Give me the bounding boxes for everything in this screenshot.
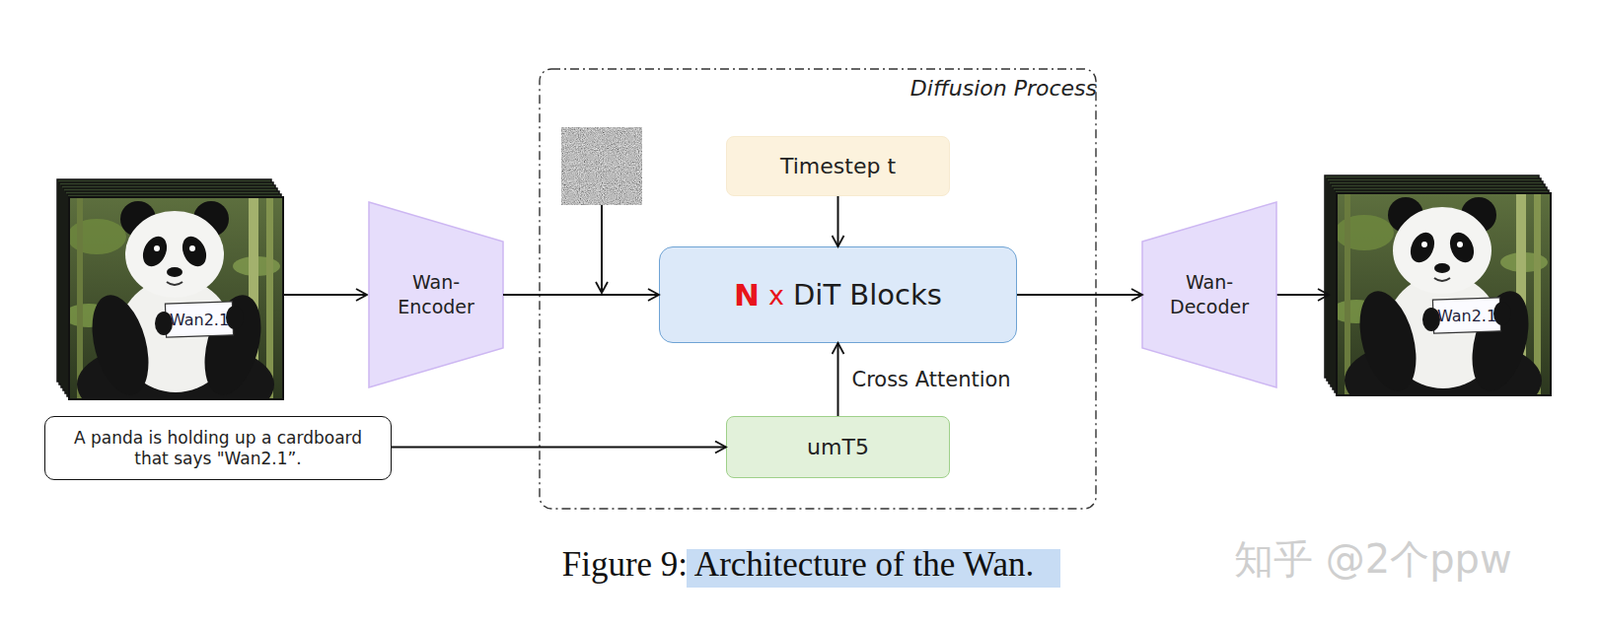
figure-caption: Figure 9: Architecture of the Wan. bbox=[304, 545, 1292, 585]
watermark: 知乎 @2个ppw bbox=[1234, 532, 1513, 587]
trapezoid-shape bbox=[368, 202, 504, 388]
dit-box: Nx DiT Blocks bbox=[658, 246, 1018, 344]
text-wrap: A panda is holding up a cardboard that s… bbox=[45, 417, 391, 480]
node-text: Diffusion Process bbox=[910, 75, 1097, 101]
node-text: N bbox=[733, 277, 760, 313]
output-arrow bbox=[1275, 293, 1329, 296]
text-wrap: Wan- Decoder bbox=[1142, 202, 1277, 388]
connector-arrow bbox=[503, 293, 659, 296]
card-text: Wan2.1 bbox=[165, 302, 233, 337]
input-video-stack bbox=[57, 179, 284, 430]
noise-arrow bbox=[600, 205, 603, 293]
node-text: Wan- Decoder bbox=[1163, 270, 1255, 319]
noise-patch bbox=[561, 127, 643, 206]
node-text: umT5 bbox=[806, 435, 870, 460]
decoder-trapezoid: Wan- Decoder bbox=[1142, 202, 1277, 388]
trapezoid-shape bbox=[1142, 202, 1277, 388]
encoder-trapezoid: Wan- Encoder bbox=[368, 202, 504, 388]
connector-arrow bbox=[837, 343, 840, 417]
shape-outline bbox=[368, 202, 504, 388]
text-wrap: umT5 bbox=[727, 417, 949, 478]
card-text: Wan2.1 bbox=[1433, 298, 1501, 333]
connector-arrow bbox=[837, 196, 840, 247]
timestep-box: Timestep t bbox=[726, 136, 950, 197]
dashed-border bbox=[539, 69, 1096, 510]
node-text: Wan- Encoder bbox=[390, 270, 482, 319]
text-wrap: Wan- Encoder bbox=[368, 202, 504, 388]
connector-arrow bbox=[1017, 293, 1143, 296]
shape-outline bbox=[1142, 202, 1277, 388]
prompt-box: A panda is holding up a cardboard that s… bbox=[44, 416, 392, 481]
text-wrap: Timestep t bbox=[727, 137, 949, 196]
node-text: DiT Blocks bbox=[793, 278, 943, 312]
output-video-stack bbox=[1324, 175, 1551, 426]
node-text: A panda is holding up a cardboard that s… bbox=[59, 428, 377, 469]
text-encoder-box: umT5 bbox=[726, 416, 950, 479]
text-wrap: Nx DiT Blocks bbox=[659, 247, 1017, 343]
input-arrow bbox=[283, 293, 367, 296]
node-text: x bbox=[768, 280, 785, 311]
edge-label: Cross Attention bbox=[852, 367, 1012, 392]
diffusion-group: Diffusion ProcessTimestep t Nx DiT Blocks u… bbox=[538, 68, 1097, 510]
node-text: Timestep t bbox=[780, 153, 896, 179]
connector-arrow bbox=[391, 446, 727, 449]
